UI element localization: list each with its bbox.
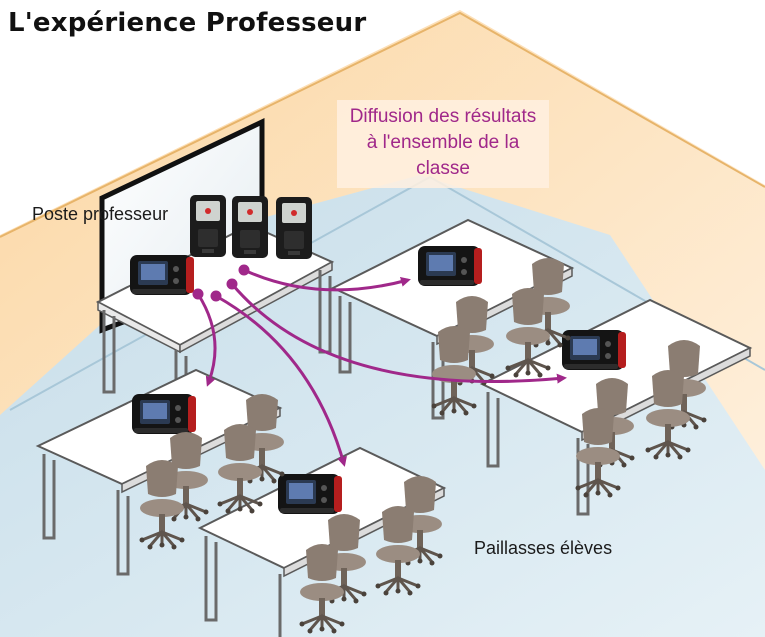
data-logger-icon <box>132 394 196 434</box>
student-benches-label: Paillasses élèves <box>474 538 613 558</box>
data-logger-icon <box>130 255 194 295</box>
callout-line: Diffusion des résultats <box>349 106 537 127</box>
distribution-arrows <box>192 264 567 467</box>
arrow-icon <box>243 268 411 292</box>
callout-text: Diffusion des résultats à l'ensemble de … <box>337 104 549 182</box>
arrow-icon <box>230 283 567 384</box>
data-logger-icon <box>278 474 342 514</box>
callout-box <box>337 100 549 188</box>
charging-station-icon <box>232 196 268 258</box>
callout-line: classe <box>416 158 470 179</box>
teacher-station-label: Poste professeur <box>32 204 169 224</box>
charging-station-icon <box>190 195 226 257</box>
data-logger-icon <box>562 330 626 370</box>
callout-line: à l'ensemble de la <box>366 132 520 153</box>
wall-edge <box>0 11 765 238</box>
arrow-icon <box>215 294 347 467</box>
page-title: L'expérience Professeur <box>8 8 367 38</box>
charging-station-icon <box>276 197 312 259</box>
data-logger-icon <box>418 246 482 286</box>
arrow-icon <box>196 293 217 387</box>
